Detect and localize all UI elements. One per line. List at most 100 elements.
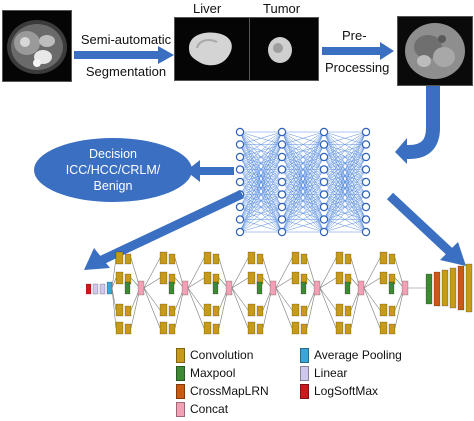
legend-item-average-pooling: Average Pooling xyxy=(300,346,402,364)
tumor-label: Tumor xyxy=(263,1,301,16)
network-node xyxy=(319,165,329,174)
segmentation-arrow xyxy=(74,46,174,64)
convolution-swatch xyxy=(176,347,185,363)
network-node xyxy=(277,165,287,174)
cnn-conv-block xyxy=(291,271,300,285)
preprocessing-arrow xyxy=(322,42,394,60)
cnn-connection xyxy=(363,287,381,329)
cnn-conv-block xyxy=(247,303,256,317)
network-connection xyxy=(323,131,367,183)
network-connection xyxy=(281,131,325,208)
cnn-conv-block xyxy=(203,321,212,335)
cnn-connection xyxy=(187,287,205,329)
network-node xyxy=(319,177,329,187)
network-node xyxy=(319,152,329,162)
cnn-concat-block xyxy=(181,280,189,296)
network-connection xyxy=(323,131,367,145)
legend-item-concat: Concat xyxy=(176,400,269,418)
cnn-conv-block xyxy=(344,253,352,265)
diagonal-arrows xyxy=(84,190,466,270)
cnn-avgpool-block xyxy=(106,281,113,295)
network-connection xyxy=(323,156,367,233)
network-connection xyxy=(281,219,325,233)
network-node xyxy=(235,140,245,149)
network-connection xyxy=(281,144,325,233)
cnn-conv-block xyxy=(379,321,388,335)
cnn-concat-block xyxy=(313,280,321,296)
cnn-stem-block xyxy=(457,265,465,311)
decision-ellipse: Decision ICC/HCC/CRLM/ Benign xyxy=(34,138,192,202)
network-connection xyxy=(239,131,283,195)
cnn-conv-block xyxy=(344,305,352,317)
cnn-conv-block xyxy=(379,271,388,285)
cnn-concat-block xyxy=(137,280,145,296)
processing-label: Processing xyxy=(325,60,390,75)
cnn-conv-block xyxy=(124,253,132,265)
cnn-stem-block xyxy=(449,267,457,309)
cnn-conv-block xyxy=(203,251,212,265)
cnn-conv-block xyxy=(388,323,396,335)
network-node xyxy=(319,202,329,212)
cnn-connection xyxy=(363,257,381,289)
network-node xyxy=(235,215,245,224)
cnn-conv-block xyxy=(168,323,176,335)
network-connection xyxy=(323,131,367,170)
cnn-conv-block xyxy=(115,271,124,285)
legend-item-linear: Linear xyxy=(300,364,402,382)
network-connection xyxy=(239,131,283,208)
cnn-maxpool-block xyxy=(168,281,175,295)
liver-label: Liver xyxy=(193,1,222,16)
cnn-conv-block xyxy=(300,323,308,335)
network-connection xyxy=(281,131,325,233)
ct-scan-image xyxy=(2,10,72,82)
pre-label: Pre- xyxy=(342,28,367,43)
cnn-connection xyxy=(275,287,293,311)
cnn-conv-block xyxy=(124,305,132,317)
cnn-connection xyxy=(111,277,117,289)
network-node xyxy=(235,127,245,137)
network-node xyxy=(235,152,245,162)
cnn-conv-block xyxy=(300,253,308,265)
processed-tumor-image xyxy=(397,16,473,86)
legend-item-maxpool: Maxpool xyxy=(176,364,269,382)
network-connection xyxy=(239,131,283,170)
cnn-maxpool-block xyxy=(124,281,131,295)
cnn-conv-block xyxy=(388,253,396,265)
network-connection xyxy=(323,131,367,195)
network-node xyxy=(277,177,287,187)
network-connection xyxy=(281,194,325,233)
decision-line-2: ICC/HCC/CRLM/ xyxy=(65,163,161,177)
cnn-conv-block xyxy=(115,251,124,265)
cnn-maxpool-block xyxy=(212,281,219,295)
network-node xyxy=(361,152,371,162)
cnn-conv-block xyxy=(124,323,132,335)
cnn-logsoftmax-block xyxy=(86,283,92,295)
cnn-connection xyxy=(319,257,337,289)
cnn-connection xyxy=(143,257,161,289)
cnn-connection xyxy=(275,257,293,289)
neural-network-diagram xyxy=(235,127,371,237)
legend-right: Average Pooling Linear LogSoftMax xyxy=(300,346,402,400)
cnn-connection xyxy=(111,287,117,329)
network-connection xyxy=(323,131,367,233)
cnn-connection xyxy=(363,287,381,311)
network-node xyxy=(277,227,287,237)
network-node xyxy=(319,127,329,137)
network-connection xyxy=(239,194,283,233)
network-node xyxy=(361,215,371,224)
network-connection xyxy=(323,206,367,233)
cnn-conv-block xyxy=(212,305,220,317)
cnn-maxpool-block xyxy=(344,281,351,295)
cnn-conv-block xyxy=(379,303,388,317)
cnn-stem-block xyxy=(433,271,441,307)
network-node xyxy=(277,190,287,199)
network-node xyxy=(361,202,371,212)
network-node xyxy=(361,165,371,174)
cnn-connection xyxy=(275,287,293,329)
linear-swatch xyxy=(300,365,309,381)
network-connection xyxy=(281,156,325,233)
network-node xyxy=(361,177,371,187)
cnn-conv-block xyxy=(256,323,264,335)
cnn-concat-block xyxy=(225,280,233,296)
cnn-connection xyxy=(143,287,161,329)
